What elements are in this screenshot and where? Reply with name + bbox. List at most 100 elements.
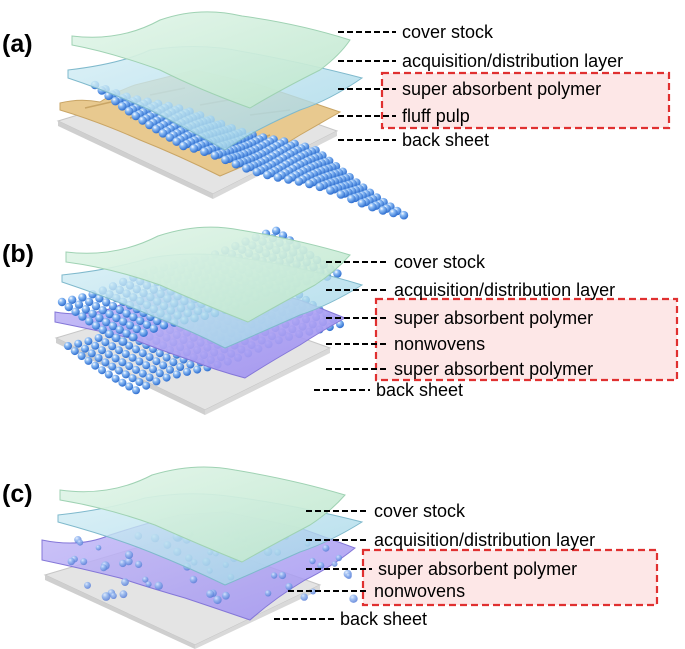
polymer-bead — [264, 590, 272, 597]
polymer-bead — [110, 592, 117, 599]
cover-stock-layer — [65, 226, 351, 323]
polymer-bead — [172, 137, 181, 146]
polymer-bead — [102, 298, 111, 307]
polymer-bead — [149, 365, 157, 374]
polymer-bead — [77, 352, 86, 360]
polymer-bead — [142, 576, 149, 583]
highlight-box — [361, 548, 659, 607]
polymer-bead — [112, 313, 121, 323]
polymer-bead — [309, 557, 316, 565]
polymer-bead — [81, 344, 89, 353]
panel-a: (a) cover stock acquisition/distribution… — [2, 11, 671, 220]
polymer-bead — [119, 590, 128, 599]
polymer-bead — [138, 349, 147, 358]
polymer-bead — [273, 173, 283, 182]
polymer-bead — [100, 564, 108, 572]
polymer-bead — [132, 324, 141, 334]
polymer-bead — [263, 170, 272, 180]
polymer-bead — [345, 573, 352, 579]
polymer-bead — [105, 310, 114, 319]
polymer-bead — [115, 325, 125, 334]
polymer-bead — [166, 365, 174, 374]
polymer-bead — [81, 305, 91, 314]
polymer-bead — [347, 194, 356, 204]
polymer-bead — [200, 147, 209, 156]
polymer-bead — [331, 561, 338, 567]
polymer-bead — [95, 313, 104, 323]
polymer-bead — [91, 302, 101, 311]
polymer-bead — [95, 544, 102, 551]
polymer-bead — [213, 595, 222, 605]
polymer-bead — [124, 106, 134, 116]
polymer-bead — [357, 198, 367, 208]
leader-lines — [314, 261, 388, 391]
polymer-bead — [152, 377, 161, 386]
polymer-bead — [98, 366, 106, 375]
polymer-bead — [272, 226, 281, 235]
polymer-bead — [101, 592, 111, 601]
polymer-bead — [335, 554, 343, 562]
polymer-bead — [172, 370, 181, 379]
polymer-bead — [149, 324, 158, 333]
polymer-bead — [210, 151, 220, 160]
polymer-bead — [124, 557, 133, 566]
polymer-bead — [242, 164, 251, 173]
label-back-sheet: back sheet — [376, 380, 463, 400]
polymer-bead — [124, 550, 134, 560]
polymer-bead — [91, 321, 101, 330]
polymer-bead — [115, 366, 123, 375]
polymer-bead — [78, 312, 87, 321]
panel-c: (c) cover stock acquisition/distribution… — [2, 466, 659, 649]
cover-stock-layer — [59, 466, 346, 563]
polymer-bead — [285, 583, 293, 591]
label-fluff-pulp: fluff pulp — [402, 106, 470, 126]
panel-a-tag: (a) — [2, 30, 33, 58]
polymer-bead — [70, 347, 79, 356]
polymer-bead — [98, 346, 106, 355]
polymer-bead — [132, 345, 140, 354]
polymer-bead — [64, 302, 74, 312]
polymer-bead — [231, 159, 241, 169]
polymer-bead — [142, 320, 152, 329]
polymer-bead — [154, 581, 163, 590]
polymer-bead — [121, 370, 130, 379]
polymer-bead — [142, 361, 151, 370]
polymer-bead — [119, 337, 128, 346]
polymer-bead — [117, 102, 127, 111]
polymer-bead — [94, 334, 103, 342]
polymer-bead — [125, 382, 134, 391]
polymer-bead — [284, 175, 293, 184]
polymer-bead — [102, 318, 111, 327]
label-cover-stock: cover stock — [374, 501, 466, 521]
polymer-bead — [125, 341, 134, 350]
label-acquisition-layer: acquisition/distribution layer — [374, 530, 595, 550]
polymer-bead — [104, 350, 113, 359]
label-acquisition-layer: acquisition/distribution layer — [402, 51, 623, 71]
polymer-bead — [84, 581, 91, 589]
polymer-bead — [125, 321, 135, 330]
polymer-bead — [326, 186, 335, 195]
polymer-bead — [135, 378, 144, 386]
polymer-bead — [186, 360, 195, 369]
label-nonwovens: nonwovens — [394, 334, 485, 354]
polymer-bead — [368, 202, 377, 212]
polymer-bead — [145, 373, 154, 382]
polymer-bead — [98, 325, 108, 335]
cover-stock-layer — [71, 11, 351, 109]
polymer-bead — [145, 353, 154, 362]
polymer-bead — [189, 144, 199, 153]
polymer-bead — [68, 295, 77, 304]
polymer-bead — [128, 374, 137, 383]
polymer-bead — [121, 578, 129, 586]
polymer-bead — [101, 358, 110, 367]
label-cover-stock: cover stock — [402, 22, 494, 42]
polymer-bead — [108, 362, 117, 371]
polymer-bead — [176, 363, 185, 371]
leader-lines — [274, 510, 372, 620]
polymer-bead — [122, 309, 131, 318]
leader-lines — [338, 31, 396, 141]
polymer-bead — [101, 338, 110, 347]
polymer-bead — [158, 129, 168, 138]
polymer-bead — [162, 373, 171, 382]
